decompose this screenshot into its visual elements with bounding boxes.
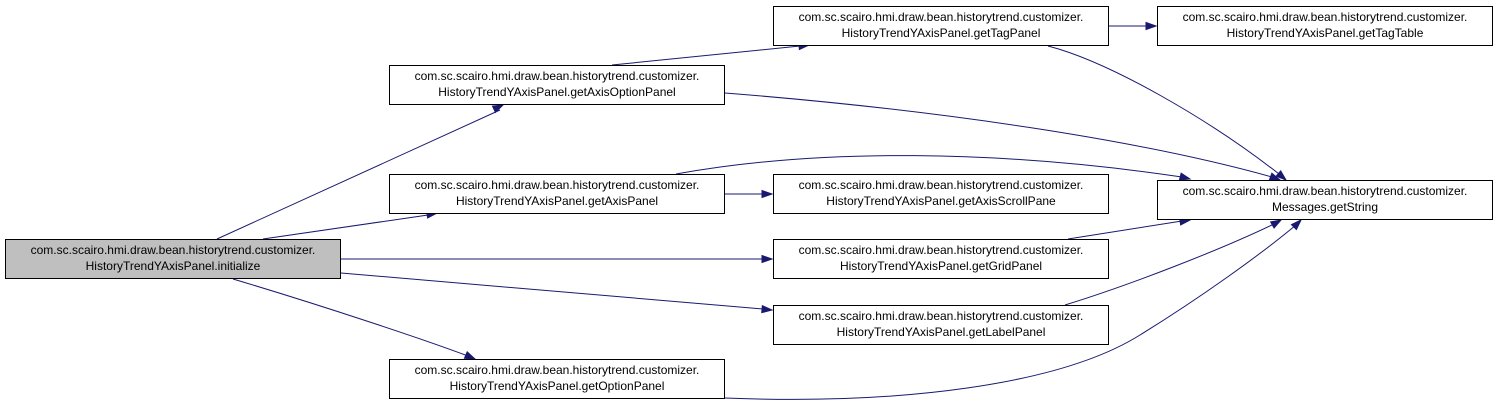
node-get-axis-option-panel-line2: HistoryTrendYAxisPanel.getAxisOptionPane… [438, 85, 675, 99]
edge-get-tag-panel-to-get-string [1047, 45, 1280, 175]
arrowhead-get-tag-panel-to-get-tag-table [1145, 21, 1158, 31]
node-initialize[interactable]: com.sc.scairo.hmi.draw.bean.historytrend… [5, 239, 341, 279]
node-get-option-panel-line2: HistoryTrendYAxisPanel.getOptionPanel [450, 379, 665, 393]
node-initialize-line2: HistoryTrendYAxisPanel.initialize [86, 259, 261, 273]
node-get-tag-panel-line2: HistoryTrendYAxisPanel.getTagPanel [842, 26, 1041, 40]
arrowhead-get-axis-panel-to-get-string [1178, 172, 1192, 181]
node-get-grid-panel[interactable]: com.sc.scairo.hmi.draw.bean.historytrend… [773, 239, 1109, 279]
node-get-label-panel[interactable]: com.sc.scairo.hmi.draw.bean.historytrend… [773, 305, 1109, 345]
node-messages-get-string[interactable]: com.sc.scairo.hmi.draw.bean.historytrend… [1157, 180, 1493, 220]
node-get-label-panel-line2: HistoryTrendYAxisPanel.getLabelPanel [837, 325, 1046, 339]
edge-initialize-to-get-axis-panel [262, 214, 429, 240]
node-get-tag-panel-line1: com.sc.scairo.hmi.draw.bean.historytrend… [799, 10, 1084, 24]
node-get-axis-panel[interactable]: com.sc.scairo.hmi.draw.bean.historytrend… [389, 174, 725, 214]
arrowhead-get-label-panel-to-get-string [1269, 219, 1283, 229]
arrowhead-initialize-to-get-label-panel [761, 304, 774, 314]
node-get-axis-panel-line2: HistoryTrendYAxisPanel.getAxisPanel [456, 194, 658, 208]
node-messages-get-string-line2: Messages.getString [1272, 200, 1378, 214]
arrowhead-get-option-panel-to-get-string [1290, 218, 1303, 231]
edge-initialize-to-get-label-panel [340, 272, 764, 310]
node-get-option-panel-line1: com.sc.scairo.hmi.draw.bean.historytrend… [415, 363, 700, 377]
arrowhead-initialize-to-get-axis-option-panel [491, 104, 505, 114]
node-get-axis-option-panel[interactable]: com.sc.scairo.hmi.draw.bean.historytrend… [389, 65, 725, 105]
edge-get-axis-panel-to-get-string [675, 155, 1183, 178]
edge-get-option-panel-to-get-string [724, 224, 1297, 400]
arrowhead-initialize-to-get-option-panel [463, 350, 477, 360]
arrowhead-initialize-to-get-grid-panel [761, 254, 774, 264]
node-get-axis-scroll-pane[interactable]: com.sc.scairo.hmi.draw.bean.historytrend… [773, 174, 1109, 214]
node-get-grid-panel-line1: com.sc.scairo.hmi.draw.bean.historytrend… [799, 243, 1084, 257]
edge-get-label-panel-to-get-string [1064, 223, 1275, 306]
node-get-tag-table-line1: com.sc.scairo.hmi.draw.bean.historytrend… [1183, 10, 1468, 24]
node-get-tag-table[interactable]: com.sc.scairo.hmi.draw.bean.historytrend… [1157, 6, 1493, 46]
edge-get-axis-option-panel-to-get-tag-panel [611, 45, 801, 66]
node-get-tag-table-line2: HistoryTrendYAxisPanel.getTagTable [1227, 26, 1424, 40]
node-get-axis-option-panel-line1: com.sc.scairo.hmi.draw.bean.historytrend… [415, 69, 700, 83]
call-edges [216, 21, 1303, 400]
node-get-grid-panel-line2: HistoryTrendYAxisPanel.getGridPanel [840, 259, 1042, 273]
edge-initialize-to-get-option-panel [232, 278, 469, 357]
node-get-axis-scroll-pane-line2: HistoryTrendYAxisPanel.getAxisScrollPane [826, 194, 1056, 208]
edge-get-axis-option-panel-to-get-string [724, 92, 1273, 178]
node-get-tag-panel[interactable]: com.sc.scairo.hmi.draw.bean.historytrend… [773, 6, 1109, 46]
node-messages-get-string-line1: com.sc.scairo.hmi.draw.bean.historytrend… [1183, 184, 1468, 198]
edge-get-grid-panel-to-get-string [1067, 220, 1183, 240]
node-get-label-panel-line1: com.sc.scairo.hmi.draw.bean.historytrend… [799, 309, 1084, 323]
node-get-axis-panel-line1: com.sc.scairo.hmi.draw.bean.historytrend… [415, 178, 700, 192]
node-get-option-panel[interactable]: com.sc.scairo.hmi.draw.bean.historytrend… [389, 359, 725, 399]
node-get-axis-scroll-pane-line1: com.sc.scairo.hmi.draw.bean.historytrend… [799, 178, 1084, 192]
arrowhead-get-axis-panel-to-get-axis-scroll-pane [761, 189, 774, 199]
node-initialize-line1: com.sc.scairo.hmi.draw.bean.historytrend… [31, 243, 316, 257]
arrowhead-get-tag-panel-to-get-string [1275, 169, 1288, 181]
edge-initialize-to-get-axis-option-panel [216, 109, 501, 240]
